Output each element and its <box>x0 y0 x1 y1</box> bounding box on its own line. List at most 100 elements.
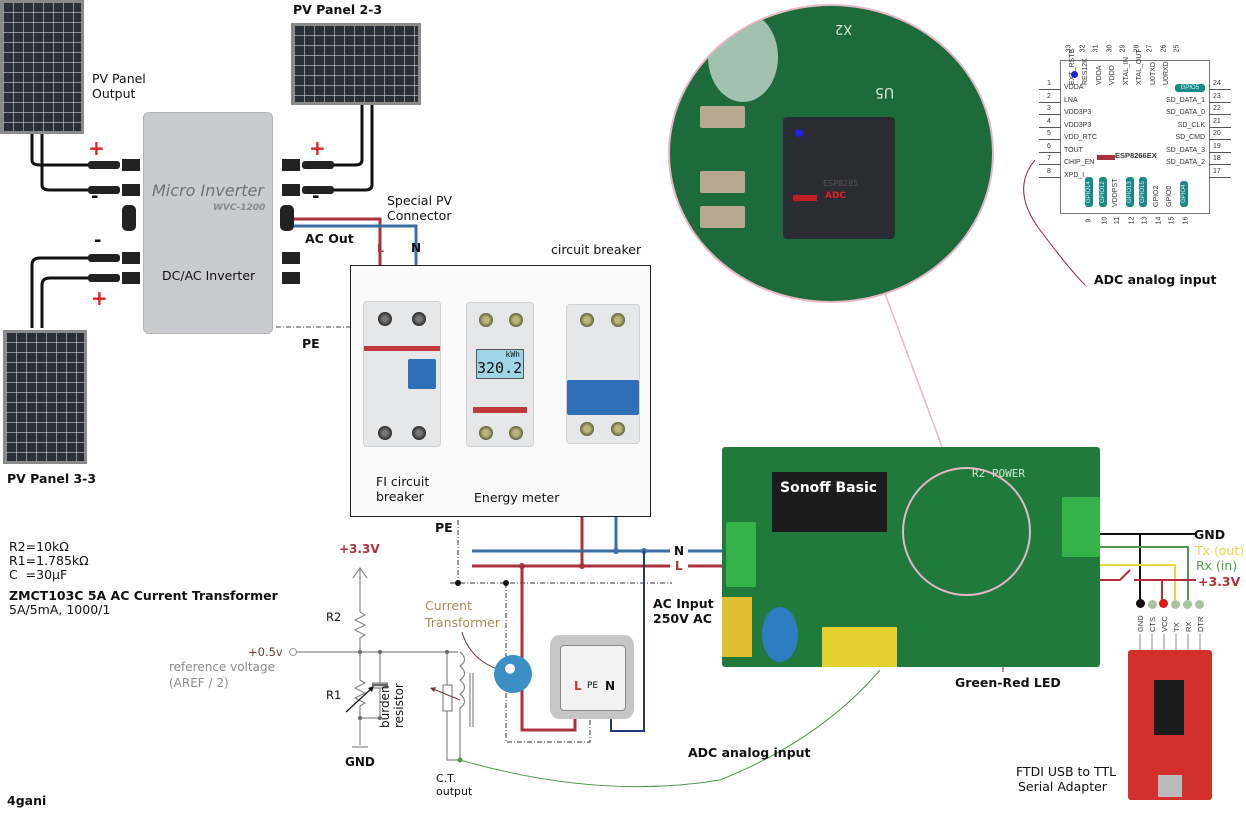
pv-panel-output-label: PV Panel Output <box>92 71 146 101</box>
r2-label: R2 <box>326 610 342 624</box>
ac-out-label: AC Out <box>305 231 354 246</box>
minus-sign: - <box>91 186 99 207</box>
pin-name: XTAL_OUT <box>1136 49 1143 85</box>
micro-inverter <box>143 112 273 334</box>
pin-name: SD_CMD <box>1175 134 1205 141</box>
circuit-breaker <box>566 304 640 444</box>
spec-r1: R1=1.785kΩ <box>9 553 89 568</box>
sonoff-label: Sonoff Basic <box>780 480 878 496</box>
pin-number: 22 <box>1213 105 1221 112</box>
pin-name: SD_CLK <box>1177 121 1205 129</box>
outlet-live-label: L <box>574 679 582 693</box>
vcc-label: +3.3V <box>339 542 380 556</box>
plus-sign: + <box>88 136 105 160</box>
zoom-highlight-circle <box>902 467 1031 596</box>
distribution-box: kWh 320.2 FI circuit breaker Energy mete… <box>350 265 651 517</box>
gnd-label: GND <box>345 755 375 769</box>
pin-number: 10 <box>1100 216 1108 225</box>
pin-number: 31 <box>1092 44 1100 53</box>
pin-name: TOUT <box>1064 146 1083 154</box>
chip-name: ESP8266EX <box>1115 151 1157 160</box>
pin-tx-dot <box>1171 600 1180 609</box>
burden-resistor-label: burden resistor <box>378 683 406 728</box>
pin-number: 3 <box>1047 105 1051 112</box>
pin-vcc-dot <box>1159 599 1168 608</box>
plus-sign: + <box>91 286 108 310</box>
vref-label: reference voltage <box>169 660 275 674</box>
tout-arrow-icon <box>1097 155 1115 160</box>
ftdi-title-line2: Serial Adapter <box>1018 779 1107 794</box>
sonoff-board: R2 POWER <box>722 447 1100 667</box>
author-label: 4gani <box>7 793 47 808</box>
pin-name: GPIO15 <box>1139 177 1147 207</box>
pin-number: 5 <box>1047 130 1051 137</box>
pin-name: VDDPST <box>1112 178 1119 207</box>
pin-name: RES12K <box>1082 58 1089 85</box>
pin-number: 32 <box>1078 44 1086 53</box>
pin-number: 13 <box>1141 216 1149 225</box>
outlet-pe-label: PE <box>587 681 599 691</box>
pin-name: GPIO12 <box>1098 177 1107 207</box>
mini-usb-port <box>1158 775 1182 797</box>
pin-number: 21 <box>1213 117 1221 125</box>
ftdi-pin-label: VCC <box>1160 616 1169 632</box>
pin-number: 7 <box>1047 155 1051 162</box>
pin-gnd-dot <box>1136 599 1145 608</box>
pin-number: 4 <box>1047 117 1051 125</box>
pin-number: 18 <box>1213 155 1221 162</box>
ct-output-label: C.T. output <box>436 772 473 798</box>
pin-number: 29 <box>1119 44 1127 53</box>
pin-name: XPD_I <box>1064 171 1085 179</box>
ftdi-tx-label: Tx (out) <box>1195 543 1245 558</box>
ftdi-pin-label: DTR <box>1196 616 1205 632</box>
pin-name: CHIP_EN <box>1064 159 1095 166</box>
pin-rx-dot <box>1183 600 1192 609</box>
adc-arrow-label: ADC <box>825 191 847 201</box>
pe-label-2: PE <box>435 520 453 535</box>
minus-sign: - <box>94 230 102 251</box>
pin-name: XTAL_IN <box>1122 57 1130 85</box>
pin-number: 8 <box>1047 167 1051 175</box>
ftdi-rx-label: Rx (in) <box>1196 558 1238 573</box>
pin-number: 30 <box>1105 44 1113 53</box>
vref-sub: (AREF / 2) <box>169 676 229 690</box>
pin-name: SD_DATA_1 <box>1165 96 1205 104</box>
adc-label: ADC analog input <box>1094 272 1217 287</box>
pin-name: VDD3P3 <box>1064 109 1092 116</box>
pin-number: 16 <box>1181 216 1189 225</box>
pin-name: VDD_RTC <box>1064 134 1097 141</box>
chip-text: ESP8285 <box>823 179 859 188</box>
pin-cts-dot <box>1148 600 1157 609</box>
fi-toggle[interactable] <box>408 359 436 389</box>
pin-number: 25 <box>1173 44 1181 53</box>
energy-meter-label: Energy meter <box>474 490 560 505</box>
meter-unit: kWh <box>505 350 520 359</box>
ct-title: ZMCT103C 5A AC Current Transformer <box>9 588 278 603</box>
pin-number: 11 <box>1114 216 1122 225</box>
fi-breaker-label: FI circuit breaker <box>376 474 430 504</box>
pin-number: 9 <box>1085 218 1093 223</box>
pin-number: 23 <box>1213 92 1221 100</box>
pin-name: GPIO0 <box>1166 185 1173 207</box>
outlet-neutral-label: N <box>605 679 616 693</box>
vref-value: +0.5v <box>248 645 283 659</box>
pv-panel-3 <box>3 330 87 464</box>
pin-number: 15 <box>1168 216 1176 225</box>
pv-panel-2 <box>291 23 421 105</box>
pin-number: 19 <box>1213 142 1221 150</box>
ftdi-vcc-label: +3.3V <box>1198 574 1241 589</box>
breaker-toggle[interactable] <box>567 380 639 415</box>
ftdi-pin-label: TX <box>1172 622 1181 632</box>
spec-c: C =30µF <box>9 567 68 582</box>
meter-display: kWh 320.2 <box>476 349 524 379</box>
pin-name: GPIO5 <box>1174 84 1205 92</box>
pin-name: SD_DATA_2 <box>1165 159 1205 166</box>
u5-label: U5 <box>875 84 895 100</box>
special-pv-connector-label: Special PV Connector <box>387 193 453 223</box>
pin-number: 12 <box>1127 216 1135 225</box>
minus-sign: - <box>312 186 320 207</box>
r1-label: R1 <box>326 688 342 702</box>
pin-number: 26 <box>1159 44 1167 53</box>
pin-name: SD_DATA_3 <box>1165 146 1205 154</box>
inverter-model: WVC-1200 <box>213 203 266 213</box>
